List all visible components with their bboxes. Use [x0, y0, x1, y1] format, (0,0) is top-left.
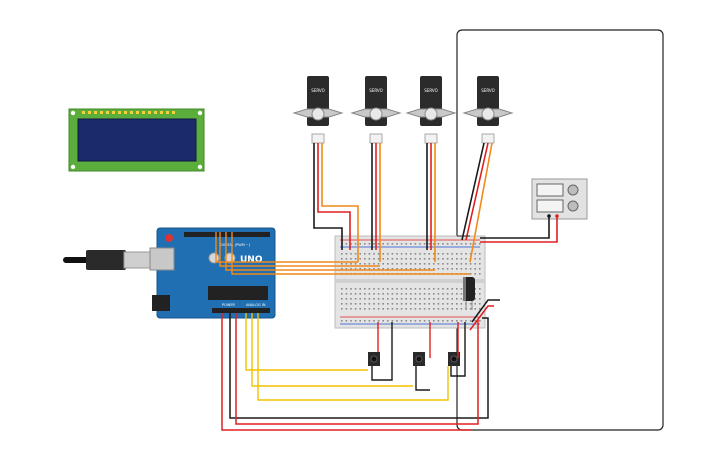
reset-button[interactable]	[165, 234, 173, 242]
analog-label: ANALOG IN	[246, 303, 266, 307]
vcc-wire	[235, 313, 479, 425]
servo-2-label: SERVO	[369, 88, 382, 93]
supply-wires	[457, 216, 558, 243]
servo-1-wire-red	[317, 143, 351, 250]
input-wires	[245, 313, 449, 401]
power-supply-display-bottom	[536, 199, 564, 213]
servo-4[interactable]: SERVO	[462, 76, 514, 144]
servo-1[interactable]: SERVO	[292, 76, 344, 144]
servo-2[interactable]: SERVO	[350, 76, 402, 144]
gnd-wire	[229, 313, 489, 419]
power-supply[interactable]	[531, 178, 588, 220]
servo-4-label: SERVO	[481, 88, 494, 93]
power-label: POWER	[222, 303, 236, 307]
capacitor	[463, 277, 475, 310]
supply-wire-red	[480, 216, 558, 243]
servo-1-label: SERVO	[311, 88, 324, 93]
signal-wires	[215, 232, 470, 275]
digital-label: DIGITAL (PWM ~)	[220, 243, 251, 247]
servo-3-label: SERVO	[424, 88, 437, 93]
button-wires	[371, 322, 466, 391]
enclosure-outline	[456, 29, 664, 431]
power-jack	[152, 295, 170, 311]
button-1-wire-black	[371, 322, 393, 381]
servo-1-wire-black	[313, 143, 343, 250]
power-supply-knob-bottom[interactable]	[567, 200, 579, 212]
servo-4-wire-orange	[469, 142, 493, 263]
header-pins-bottom	[212, 308, 270, 313]
vcc-wire-outer	[221, 313, 472, 431]
lcd-pins	[82, 111, 175, 114]
servo-4-wire-red	[465, 142, 489, 241]
lcd-module[interactable]	[68, 108, 205, 172]
breadboard[interactable]	[334, 235, 486, 329]
usb-cable	[63, 250, 153, 270]
push-button-2[interactable]	[413, 352, 425, 366]
power-supply-display-top	[536, 183, 564, 197]
push-button-3[interactable]	[448, 352, 460, 366]
servo-3[interactable]: SERVO	[405, 76, 457, 144]
servo-wires	[313, 142, 493, 263]
button-2-wire-black	[415, 366, 430, 391]
rail-cross-black	[471, 299, 500, 323]
servo-4-wire-black	[461, 142, 485, 241]
arduino-board[interactable]: UNO DIGITAL (PWM ~) POWER ANALOG IN	[149, 227, 276, 319]
servo-1-wire-orange	[321, 143, 359, 262]
power-supply-knob-top[interactable]	[567, 184, 579, 196]
supply-wire-black	[480, 216, 550, 239]
usb-port	[149, 247, 175, 271]
board-logo: UNO	[240, 255, 263, 265]
microcontroller-chip	[208, 286, 268, 300]
rail-cross-red	[469, 305, 494, 331]
rail-wires	[221, 299, 500, 431]
button-3-wire-black	[450, 322, 466, 377]
header-pins-top	[184, 232, 270, 237]
push-button-1[interactable]	[368, 352, 380, 366]
